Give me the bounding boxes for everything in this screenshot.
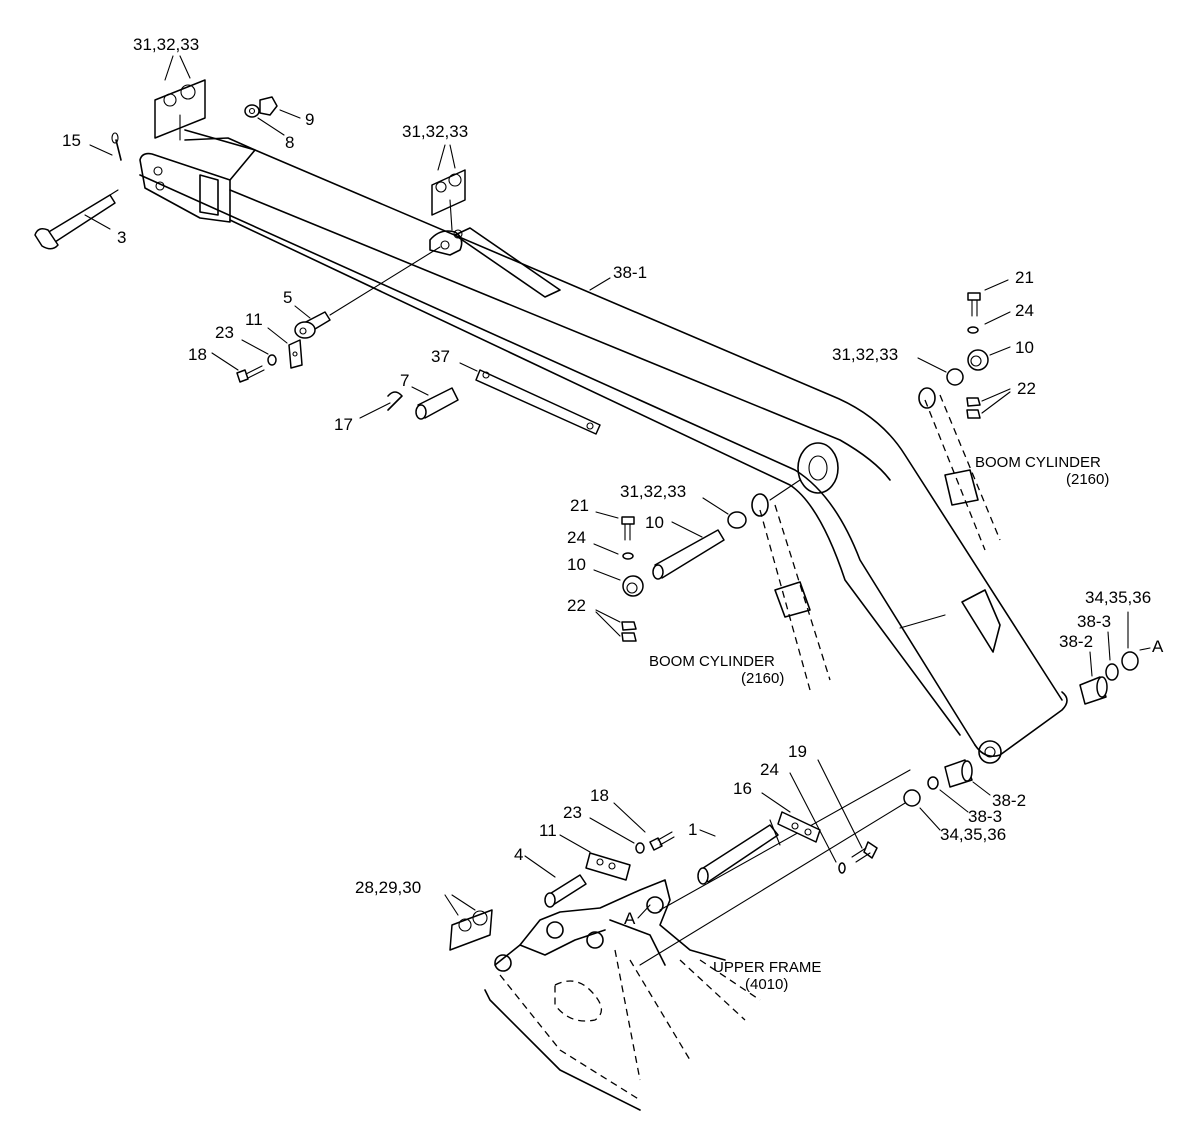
pin-15 [111,132,122,161]
washer-24-bottom [838,862,846,874]
bolt-19 [851,841,878,863]
bushing-10-center [622,575,644,597]
shim-31-right [946,368,964,386]
label-37: 37 [431,347,450,366]
washer-8-nut-9 [244,96,278,118]
label-11-top: 11 [245,310,263,329]
bushing-38-2-bottom [944,759,973,788]
label-11-bottom: 11 [539,821,557,840]
label-38-1: 38-1 [613,263,647,282]
label-24-bottom: 24 [760,760,779,779]
boom-cylinder-right [918,387,1001,551]
label-31-32-33-center-right: 31,32,33 [620,482,686,501]
label-18-top: 18 [188,345,207,364]
label-A-bottom: A [624,909,636,928]
washer-24-center [622,552,634,560]
label-38-3-bottom: 38-3 [968,807,1002,826]
label-17: 17 [334,415,353,434]
upper-frame [484,769,911,1111]
label-38-3-right: 38-3 [1077,612,1111,631]
label-21-right: 21 [1015,268,1034,287]
bolt-18-bottom [649,831,675,851]
pin-10-center [652,529,725,580]
label-21-center: 21 [570,496,589,515]
label-31-32-33-center: 31,32,33 [402,122,468,141]
label-10-center-pin: 10 [645,513,664,532]
label-upper-frame: UPPER FRAME [713,959,821,976]
pin-7 [415,387,459,420]
bolt-21-center [621,516,635,541]
label-23-bottom: 23 [563,803,582,822]
pin-3 [34,189,119,250]
plate-11-bottom [585,852,631,881]
label-19: 19 [788,742,807,761]
part-labels: 31,32,33 9 8 15 3 31,32,33 38-1 5 11 23 … [62,35,1164,993]
label-18-bottom: 18 [590,786,609,805]
pin-17 [387,391,403,411]
label-22-center: 22 [567,596,586,615]
plate-11-top [288,339,303,369]
nut-22-right [966,397,981,419]
leader-lines [84,55,1151,919]
label-2160-center: (2160) [741,670,784,687]
label-31-32-33-top-left: 31,32,33 [133,35,199,54]
label-31-32-33-right: 31,32,33 [832,345,898,364]
pin-1 [697,819,781,885]
label-24-center: 24 [567,528,586,547]
label-10-right: 10 [1015,338,1034,357]
label-23-top: 23 [215,323,234,342]
label-34-35-36-bottom: 34,35,36 [940,825,1006,844]
nut-22-center [621,621,637,642]
washer-24-right [967,326,979,334]
label-boom-cylinder-right: BOOM CYLINDER [975,454,1101,471]
label-22-right: 22 [1017,379,1036,398]
plate-16 [777,811,821,843]
label-8: 8 [285,133,294,152]
washer-23-top [267,354,277,366]
washer-23-bottom [635,842,645,854]
label-24-right: 24 [1015,301,1034,320]
label-boom-cylinder-center: BOOM CYLINDER [649,653,775,670]
shim-31-center [431,169,466,231]
label-A-right: A [1152,637,1164,656]
bushing-38-2-right [1079,676,1108,705]
label-38-2-right: 38-2 [1059,632,1093,651]
ring-38-3-right [1105,663,1119,681]
ring-38-3-bottom [927,776,939,790]
label-10-center-bushing: 10 [567,555,586,574]
shim-28 [449,909,493,951]
label-38-2-bottom: 38-2 [992,791,1026,810]
shim-31-center-right [727,511,747,529]
label-28-29-30: 28,29,30 [355,878,421,897]
rod-37 [475,369,601,435]
shim-31-top-left [154,79,206,141]
label-16: 16 [733,779,752,798]
label-4: 4 [514,845,523,864]
boom [139,129,1068,764]
label-1: 1 [688,820,697,839]
label-3: 3 [117,228,126,247]
label-9: 9 [305,110,314,129]
shim-34-right [1121,651,1139,671]
label-2160-right: (2160) [1066,471,1109,488]
label-4010: (4010) [745,976,788,993]
boom-cylinder-center [751,479,831,691]
pin-4 [544,874,587,908]
label-15: 15 [62,131,81,150]
shim-34-bottom [903,789,921,807]
pin-5 [294,311,331,339]
label-5: 5 [283,288,292,307]
bolt-18-top [236,365,265,383]
bushing-10-right [967,349,989,371]
label-34-35-36-right: 34,35,36 [1085,588,1151,607]
bolt-21-right [967,292,981,317]
label-7: 7 [400,371,409,390]
